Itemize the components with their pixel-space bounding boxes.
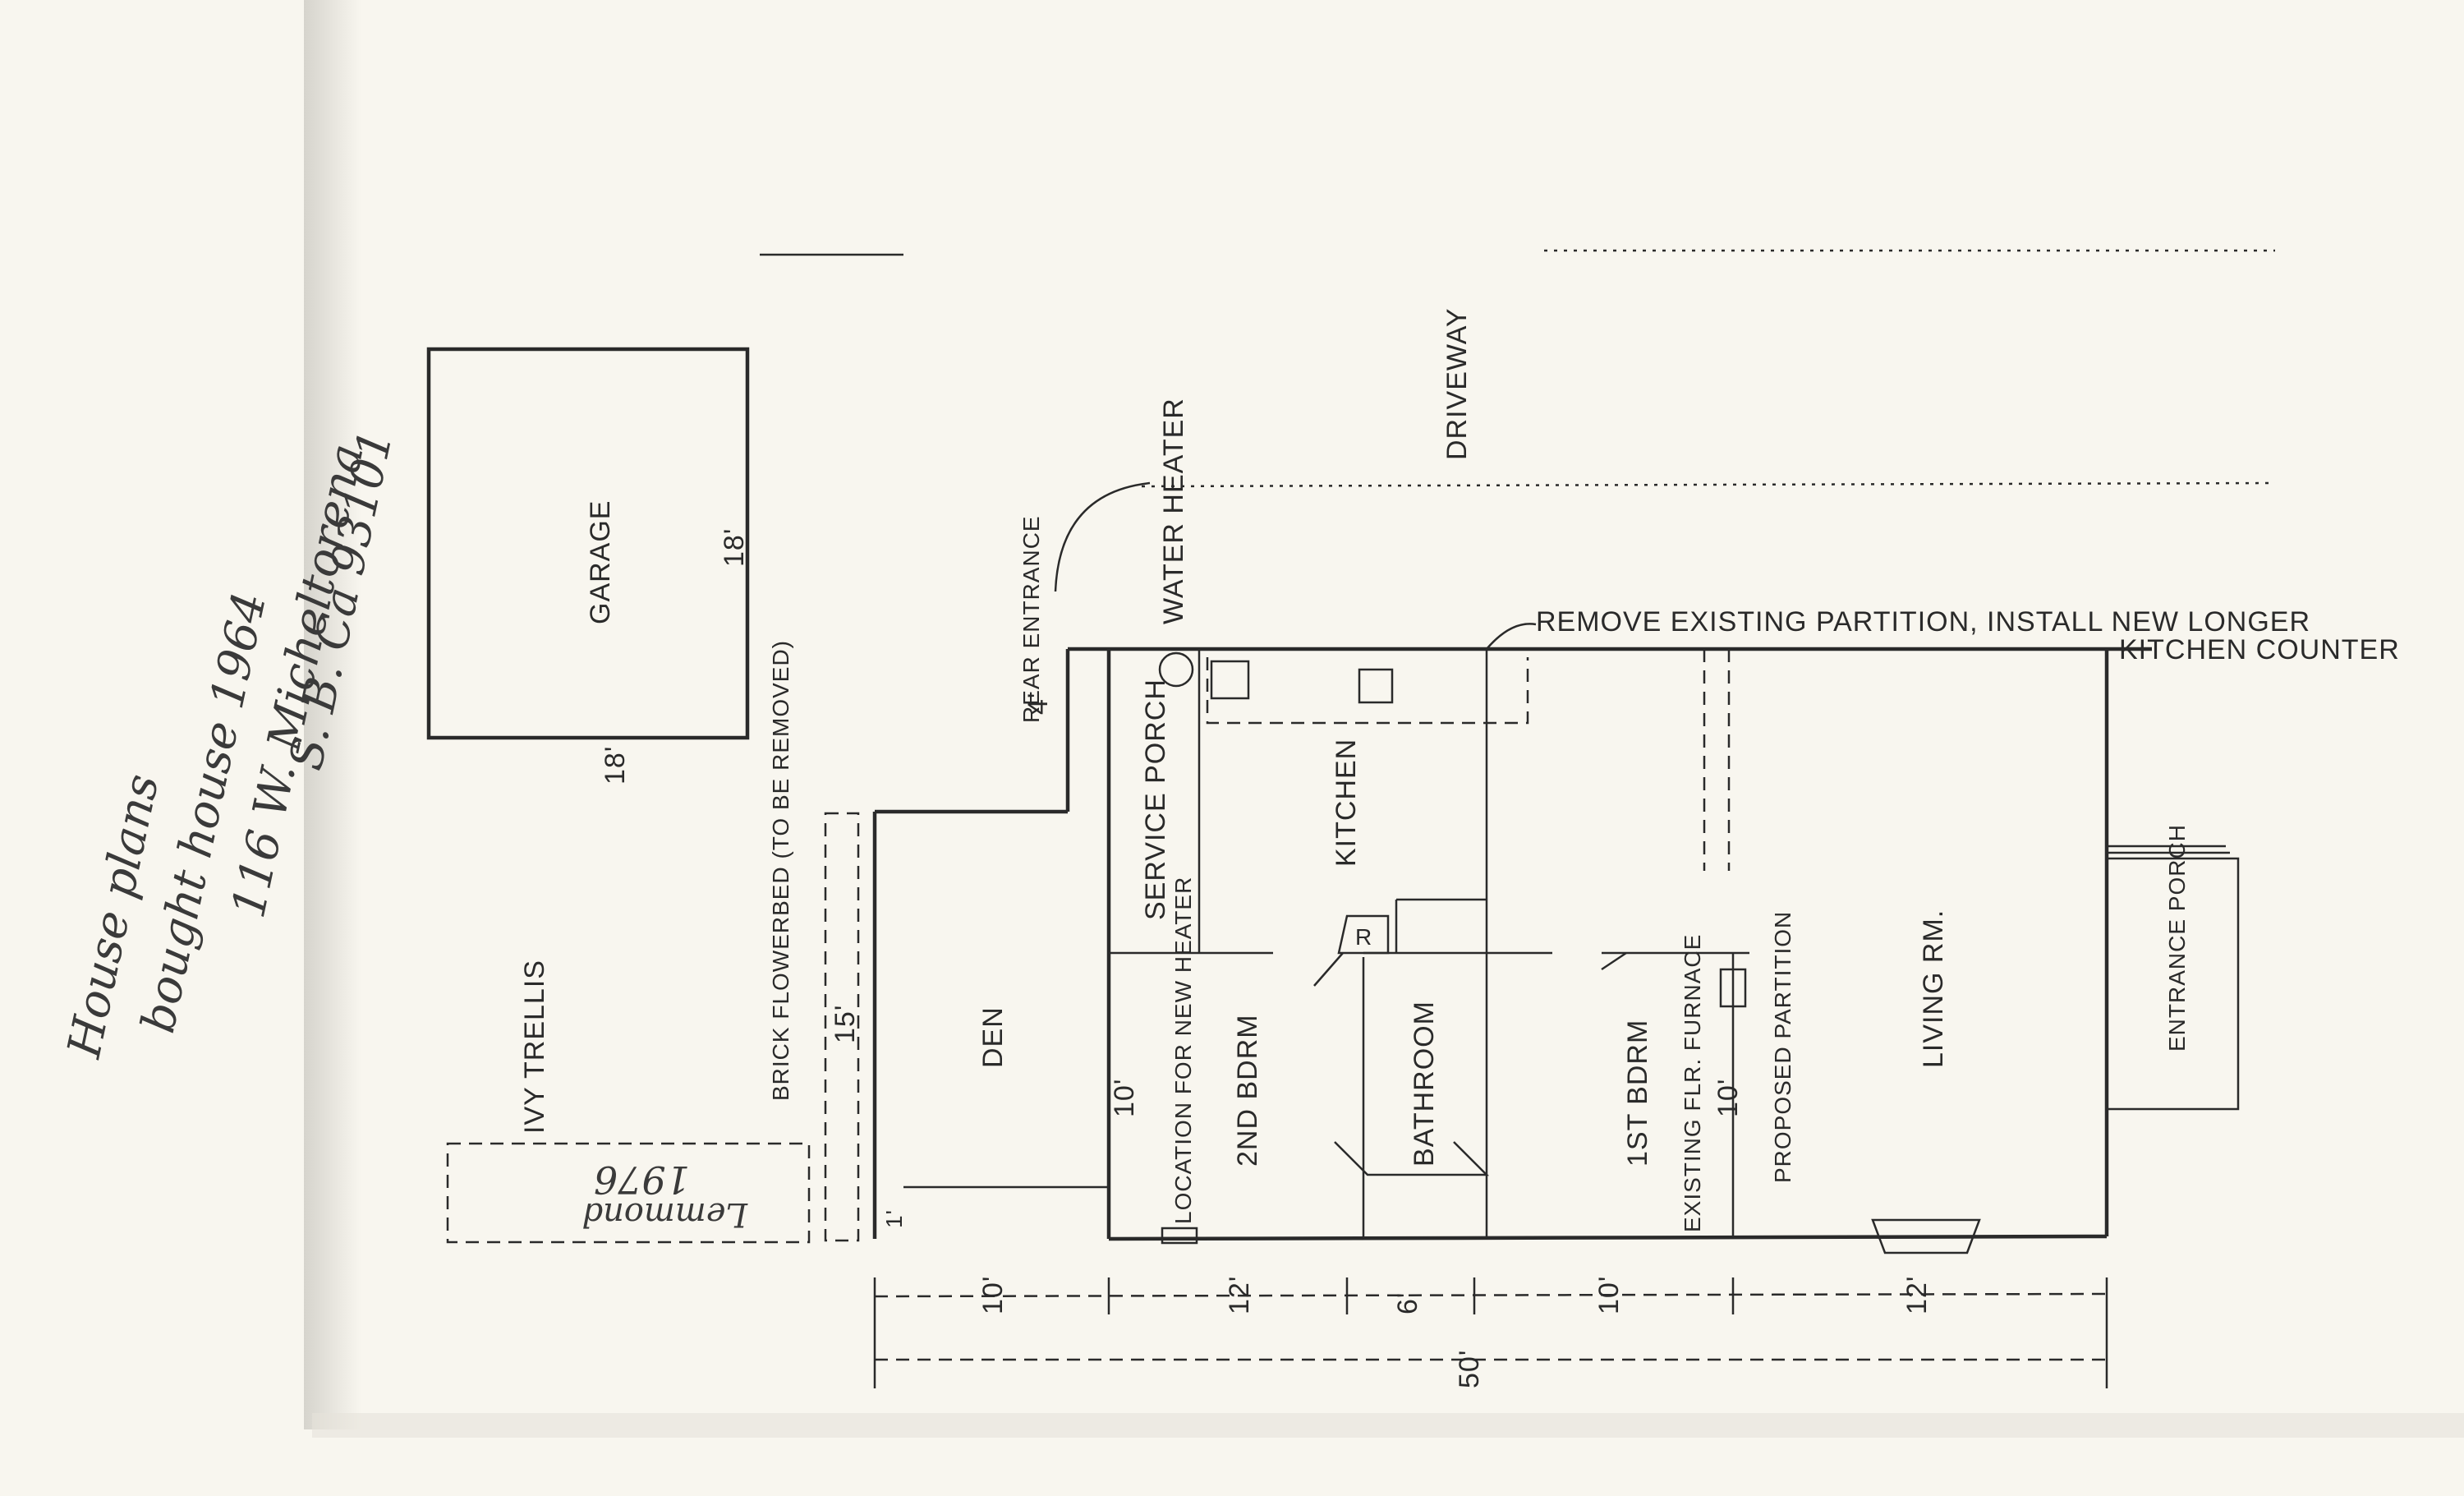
remove-note-line1: REMOVE EXISTING PARTITION, INSTALL NEW L… [1536, 606, 2310, 638]
date-mark: 1976 [594, 1158, 690, 1202]
page-edge-shadow [304, 0, 361, 1429]
interior-partitions [1109, 649, 1749, 1239]
page-bottom-shadow [312, 1413, 2464, 1438]
water-heater-label: WATER HEATER [1158, 398, 1189, 624]
dim-15: 15' [830, 1005, 861, 1043]
flowerbed-label: BRICK FLOWERBED (TO BE REMOVED) [768, 640, 793, 1101]
garage-outline [426, 347, 750, 740]
kitchen-label: KITCHEN [1331, 739, 1362, 867]
house-walls [872, 647, 2152, 1241]
dim-bottom-den: 10' [977, 1276, 1009, 1314]
bottom-dimension-lines [873, 1277, 2108, 1388]
garage-dim-side: 18' [719, 528, 750, 567]
kitchen-fixtures: R [1206, 657, 1529, 955]
location-new-heater-label: LOCATION FOR NEW HEATER [1170, 877, 1196, 1224]
driveway-line-lower [1141, 481, 2276, 488]
service-porch-label: SERVICE PORCH [1140, 679, 1171, 920]
dim-bottom-living: 12' [1901, 1276, 1933, 1314]
remove-note-line2: KITCHEN COUNTER [2119, 634, 2400, 665]
dim-10-den: 10' [1109, 1079, 1140, 1117]
second-bdrm-label: 2ND BDRM [1232, 1014, 1263, 1167]
first-bdrm-label: 1ST BDRM [1622, 1020, 1653, 1167]
ivy-trellis-label: IVY TRELLIS [519, 960, 550, 1134]
signature-mark: Lemmond [582, 1195, 748, 1233]
existing-furnace-label: EXISTING FLR. FURNACE [1680, 934, 1705, 1232]
dim-bottom-1st: 10' [1593, 1276, 1625, 1314]
dim-total: 50' [1454, 1350, 1485, 1388]
rear-entrance-label: REAR ENTRANCE [1018, 515, 1044, 723]
entrance-porch-label: ENTRANCE PORCH [2164, 824, 2190, 1052]
ivy-trellis-outline [446, 1142, 811, 1244]
dim-bottom-2nd: 12' [1224, 1276, 1255, 1314]
dim-bottom-bath: 6' [1392, 1292, 1423, 1314]
proposed-partition-label: PROPOSED PARTITION [1770, 911, 1795, 1183]
range-label: R [1355, 924, 1372, 950]
dim-10-bdrm: 10' [1712, 1079, 1744, 1117]
bathroom-label: BATHROOM [1409, 1001, 1440, 1167]
living-rm-label: LIVING RM. [1918, 909, 1949, 1068]
water-heater-symbol [1158, 651, 1194, 688]
den-label: DEN [977, 1006, 1009, 1068]
flowerbed-outline [824, 812, 860, 1242]
dim-1: 1' [881, 1209, 907, 1228]
garage-label: GARAGE [585, 500, 616, 624]
fireplace-symbol [1871, 1218, 1981, 1254]
heater-symbol [1161, 1227, 1198, 1245]
rear-entrance-arc [1054, 481, 1151, 592]
dim-4: 4' [1023, 693, 1054, 715]
entrance-porch: ENTRANCE PORCH [2105, 824, 2240, 1111]
remove-note-arrow [1486, 623, 1537, 650]
garage-dim-bottom: 18' [600, 746, 631, 785]
furnace-symbol [1719, 968, 1747, 1008]
driveway-label: DRIVEWAY [1441, 307, 1473, 460]
